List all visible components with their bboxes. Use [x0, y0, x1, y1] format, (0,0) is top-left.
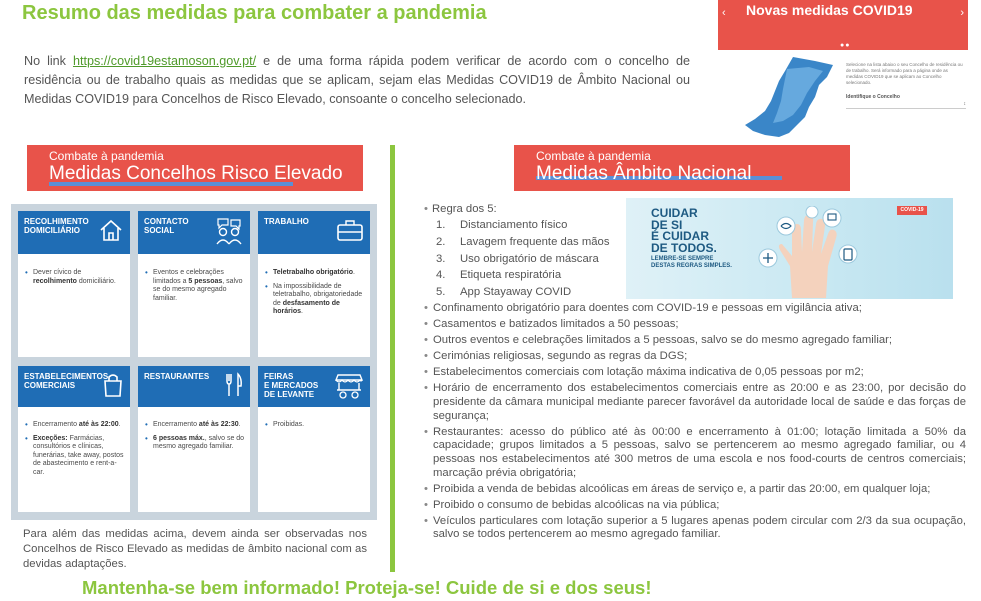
list-item: Proibidas.: [265, 421, 365, 430]
list-item: Na impossibilidade de teletrabalho, obri…: [265, 283, 365, 317]
list-item: Cerimónias religiosas, segundo as regras…: [424, 350, 966, 364]
risk-measures-note: Para além das medidas acima, devem ainda…: [23, 528, 367, 570]
footer-slogan: Mantenha-se bem informado! Proteja-se! C…: [82, 577, 652, 598]
carousel-title: Novas medidas COVID19: [746, 2, 913, 18]
card-list: Dever cívico de recolhimento domiciliári…: [25, 269, 125, 291]
card-header: TRABALHO: [258, 211, 370, 254]
rule-of-five-list: 1.Distanciamento físico 2.Lavagem freque…: [436, 217, 609, 301]
banner-highlight: [49, 182, 293, 186]
card-header: RESTAURANTES: [138, 366, 250, 407]
list-item: Confinamento obrigatório para doentes co…: [424, 302, 966, 316]
list-item: Restaurantes: acesso do público até às 0…: [424, 426, 966, 480]
list-item: 2.Lavagem frequente das mãos: [436, 235, 610, 248]
list-item: Outros eventos e celebrações limitados a…: [424, 334, 966, 348]
carousel-description: Selecione na lista abaixo o seu Concelho…: [846, 62, 963, 85]
page-title: Resumo das medidas para combater a pande…: [22, 2, 487, 24]
list-item: Encerramento até às 22:00.: [25, 421, 125, 430]
shopping-bag-icon: [104, 374, 122, 397]
list-item: Eventos e celebrações limitados a 5 pess…: [145, 269, 245, 303]
house-icon: [100, 219, 122, 241]
portugal-map-icon: [745, 57, 833, 137]
list-item: Estabelecimentos comerciais com lotação …: [424, 366, 966, 380]
list-item: Horário de encerramento dos estabelecime…: [424, 382, 966, 423]
hand-rules-icon: [758, 206, 858, 298]
card-list: Encerramento até às 22:30. 6 pessoas máx…: [145, 421, 245, 457]
poster-subtitle: Lembre-se sempredestas regras simples.: [651, 256, 732, 269]
list-item: 6 pessoas máx., salvo se do mesmo agrega…: [145, 435, 245, 452]
county-select-label: Identifique o Concelho: [846, 94, 900, 100]
intro-paragraph: No link https://covid19estamoson.gov.pt/…: [24, 52, 690, 109]
card-restaurantes: RESTAURANTES Encerramento até às 22:30. …: [138, 366, 250, 512]
list-item: 5.App Stayaway COVID: [436, 286, 572, 299]
chevron-left-icon[interactable]: ‹: [722, 7, 726, 19]
list-item: 3.Uso obrigatório de máscara: [436, 252, 599, 265]
card-list: Eventos e celebrações limitados a 5 pess…: [145, 269, 245, 308]
covid-tag: COVID-19: [897, 206, 927, 215]
list-item: Veículos particulares com lotação superi…: [424, 515, 966, 542]
card-title: TRABALHO: [264, 217, 309, 226]
list-item: Dever cívico de recolhimento domiciliári…: [25, 269, 125, 286]
list-item: Proibida a venda de bebidas alcoólicas e…: [424, 483, 966, 497]
list-item: 4.Etiqueta respiratória: [436, 269, 562, 282]
banner-heading: Medidas Âmbito Nacional: [536, 163, 752, 184]
market-stall-icon: [334, 374, 364, 399]
list-item: Exceções: Farmácias, consultórios e clín…: [25, 435, 125, 478]
list-item: 1.Distanciamento físico: [436, 219, 568, 231]
card-list: Encerramento até às 22:00. Exceções: Far…: [25, 421, 125, 483]
card-trabalho: TRABALHO Teletrabalho obrigatório. Na im…: [258, 211, 370, 357]
rule-of-five: Regra dos 5: 1.Distanciamento físico 2.L…: [424, 202, 609, 301]
list-item: Teletrabalho obrigatório.: [265, 269, 365, 278]
intro-text-start: No link: [24, 54, 73, 68]
chevron-right-icon[interactable]: ›: [960, 7, 964, 19]
card-list: Teletrabalho obrigatório. Na impossibili…: [265, 269, 365, 322]
national-measures-list: Confinamento obrigatório para doentes co…: [424, 302, 966, 545]
carousel-dots[interactable]: ●●: [840, 42, 851, 49]
cutlery-icon: [226, 372, 242, 396]
banner-subtitle: Combate à pandemia: [536, 149, 651, 163]
county-select[interactable]: ↕: [846, 101, 966, 109]
list-item: Proibido o consumo de bebidas alcoólicas…: [424, 499, 966, 513]
briefcase-icon: [337, 220, 363, 241]
intro-text-end: e de uma forma rápida podem verificar de…: [24, 54, 690, 106]
people-chat-icon: [216, 218, 242, 245]
green-divider: [390, 145, 395, 572]
card-title: RESTAURANTES: [144, 372, 210, 381]
banner-highlight: [536, 176, 782, 180]
card-list: Proibidas.: [265, 421, 365, 435]
covid-measures-carousel: ‹ Novas medidas COVID19 › ●●: [718, 0, 968, 50]
list-item: Encerramento até às 22:30.: [145, 421, 245, 430]
rule-of-five-heading: Regra dos 5:: [424, 202, 609, 216]
covid-site-link[interactable]: https://covid19estamoson.gov.pt/: [72, 54, 257, 68]
banner-national-measures: Combate à pandemia Medidas Âmbito Nacion…: [514, 145, 850, 191]
banner-subtitle: Combate à pandemia: [49, 149, 164, 163]
list-item: Casamentos e batizados limitados a 50 pe…: [424, 318, 966, 332]
banner-heading: Medidas Concelhos Risco Elevado: [49, 163, 343, 184]
banner-risk-measures: Combate à pandemia Medidas Concelhos Ris…: [27, 145, 363, 191]
